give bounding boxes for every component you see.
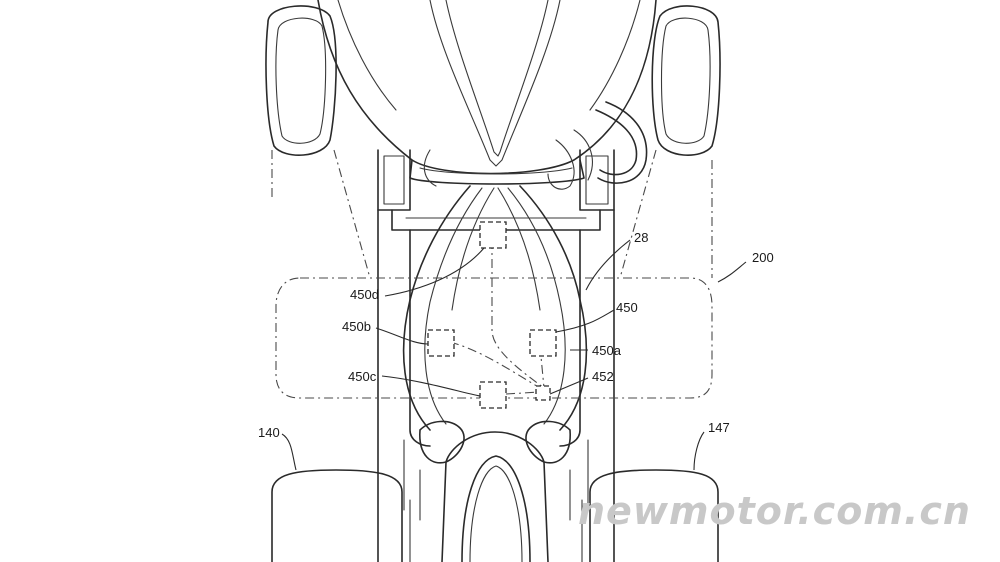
module-452 xyxy=(535,385,551,401)
label-450b: 450b xyxy=(342,319,371,334)
leader-lines xyxy=(281,239,747,471)
tank-outline xyxy=(402,185,588,431)
seat-area xyxy=(419,420,571,562)
nose-section xyxy=(377,149,615,231)
module-450d xyxy=(479,221,507,249)
module-450a xyxy=(529,329,557,357)
handlebar-cables xyxy=(423,101,648,190)
left-front-wheel xyxy=(271,469,411,562)
label-450d: 450d xyxy=(350,287,379,302)
right-mirror xyxy=(651,5,721,156)
label-200: 200 xyxy=(752,250,774,265)
label-450c: 450c xyxy=(348,369,377,384)
label-147: 147 xyxy=(708,420,730,435)
left-mirror xyxy=(265,5,337,156)
front-fairing xyxy=(317,0,657,175)
label-452: 452 xyxy=(592,369,614,384)
label-28: 28 xyxy=(634,230,648,245)
frame-rails xyxy=(377,209,615,562)
label-450: 450 xyxy=(616,300,638,315)
zone-200-outline xyxy=(271,149,713,399)
module-450b xyxy=(427,329,455,357)
watermark-text: newmotor.com.cn xyxy=(578,489,971,533)
module-450c xyxy=(479,381,507,409)
label-450a: 450a xyxy=(592,343,622,358)
right-front-wheel xyxy=(581,469,719,562)
label-140: 140 xyxy=(258,425,280,440)
